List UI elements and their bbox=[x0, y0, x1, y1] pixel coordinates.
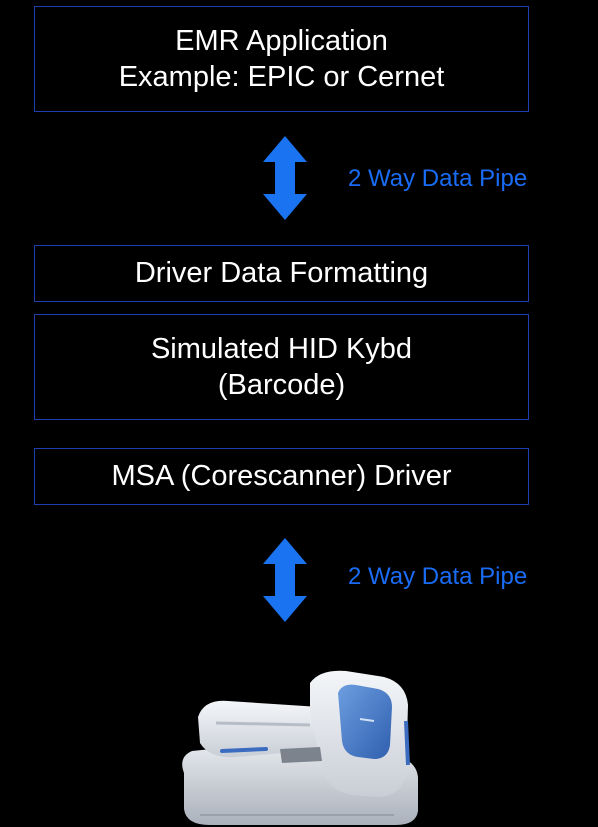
data-pipe-label-lower: 2 Way Data Pipe bbox=[348, 563, 528, 590]
simulated-hid-keyboard-subtitle: (Barcode) bbox=[217, 369, 346, 401]
simulated-hid-keyboard-title: Simulated HID Kybd bbox=[150, 332, 413, 365]
barcode-scanner-icon bbox=[182, 670, 418, 825]
driver-data-formatting-label: Driver Data Formatting bbox=[134, 257, 429, 290]
msa-driver-label: MSA (Corescanner) Driver bbox=[111, 460, 452, 493]
msa-driver-box: MSA (Corescanner) Driver bbox=[34, 448, 529, 505]
emr-application-title: EMR Application bbox=[175, 24, 388, 57]
emr-application-box: EMR Application Example: EPIC or Cernet bbox=[34, 6, 529, 112]
double-headed-vertical-arrow-icon bbox=[263, 136, 307, 220]
data-pipe-label-upper: 2 Way Data Pipe bbox=[348, 165, 528, 192]
simulated-hid-keyboard-box: Simulated HID Kybd (Barcode) bbox=[34, 314, 529, 420]
emr-application-example: Example: EPIC or Cernet bbox=[118, 61, 445, 93]
double-headed-vertical-arrow-icon bbox=[263, 538, 307, 622]
driver-data-formatting-box: Driver Data Formatting bbox=[34, 245, 529, 302]
